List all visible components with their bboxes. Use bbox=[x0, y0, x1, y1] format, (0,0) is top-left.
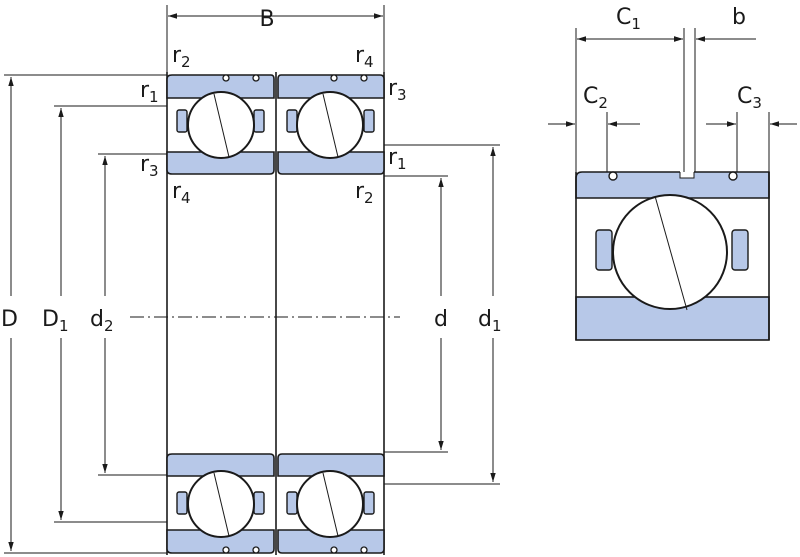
detail-lube-hole-left bbox=[608, 171, 618, 181]
label-D1: D1 bbox=[42, 307, 69, 335]
label-r-right-inner-b: r2 bbox=[355, 179, 374, 207]
cage-right bbox=[253, 491, 265, 515]
cage-left bbox=[286, 109, 298, 133]
detail-lube-hole-right bbox=[728, 171, 738, 181]
label-C2: C2 bbox=[583, 84, 608, 112]
detail-cage-left bbox=[595, 229, 613, 271]
label-b: b bbox=[732, 5, 746, 30]
label-r-right-outer: r3 bbox=[388, 76, 407, 104]
cage-left bbox=[176, 491, 188, 515]
outer-ring-top-right bbox=[277, 74, 385, 99]
inner-ring-bottom-left bbox=[166, 453, 275, 477]
label-r-top-left: r2 bbox=[172, 43, 191, 71]
inner-ring-top-right bbox=[277, 151, 385, 175]
detail-cage-right bbox=[731, 229, 749, 271]
lube-hole bbox=[222, 74, 230, 82]
contact-line bbox=[322, 472, 339, 537]
cage-left bbox=[286, 491, 298, 515]
cage-right bbox=[363, 491, 375, 515]
detail-groove bbox=[680, 170, 694, 178]
bearing-bottom-left bbox=[166, 453, 275, 554]
label-d: d bbox=[434, 307, 448, 332]
detail-groove-outline bbox=[679, 172, 695, 179]
contact-line bbox=[322, 93, 339, 158]
lube-hole bbox=[330, 74, 338, 82]
label-d2: d2 bbox=[90, 307, 114, 335]
cage-right bbox=[253, 109, 265, 133]
label-d1: d1 bbox=[478, 307, 502, 335]
label-B: B bbox=[259, 7, 274, 32]
main-view: B r2 r4 r1 r3 r3 r4 r1 r2 D D1 d2 d d1 bbox=[1, 5, 502, 555]
label-C1: C1 bbox=[616, 5, 641, 33]
label-D: D bbox=[1, 307, 18, 332]
contact-line bbox=[213, 93, 230, 158]
lube-hole bbox=[360, 74, 368, 82]
bearing-top-left bbox=[166, 74, 275, 175]
outer-ring-top-left bbox=[166, 74, 275, 99]
outer-ring-bottom-left bbox=[166, 529, 275, 554]
label-r-left-inner: r3 bbox=[140, 152, 159, 180]
detail-view: C1 b C2 C3 bbox=[548, 5, 797, 341]
cage-left bbox=[176, 109, 188, 133]
label-r-right-inner: r1 bbox=[388, 145, 407, 173]
lube-hole bbox=[330, 546, 338, 554]
lube-hole bbox=[222, 546, 230, 554]
lube-hole bbox=[252, 74, 260, 82]
bearing-top-right bbox=[277, 74, 385, 175]
outer-ring-bottom-right bbox=[277, 529, 385, 554]
detail-ball bbox=[612, 194, 728, 310]
inner-ring-bottom-right bbox=[277, 453, 385, 477]
bearing-bottom-right bbox=[277, 453, 385, 554]
contact-line bbox=[213, 472, 230, 537]
label-C3: C3 bbox=[737, 84, 762, 112]
detail-contact-line bbox=[654, 195, 688, 311]
lube-hole bbox=[252, 546, 260, 554]
cage-right bbox=[363, 109, 375, 133]
lube-hole bbox=[360, 546, 368, 554]
label-r-top-right: r4 bbox=[355, 43, 374, 71]
label-r-left-outer: r1 bbox=[140, 78, 159, 106]
label-r-left-inner-b: r4 bbox=[172, 179, 191, 207]
inner-ring-top-left bbox=[166, 151, 275, 175]
